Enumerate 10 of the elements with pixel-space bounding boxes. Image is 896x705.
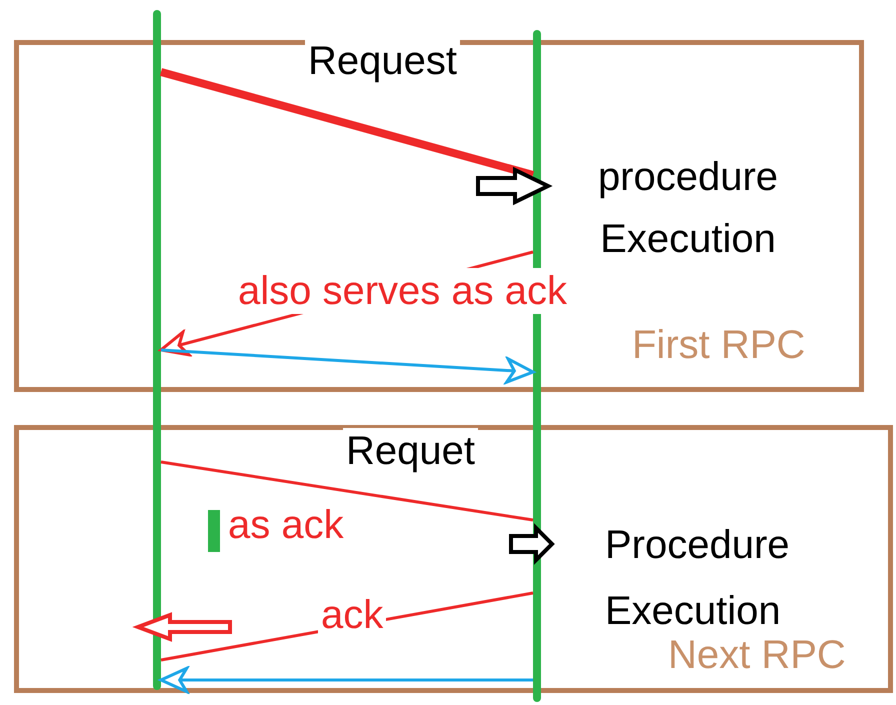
note-text: Procedure Execution (605, 522, 791, 635)
message-arrow (159, 666, 533, 694)
edge-label: Requet (343, 428, 478, 474)
note-text: as ack (228, 502, 345, 548)
note-text: procedure Execution (596, 154, 780, 263)
lifeline (153, 10, 161, 690)
edge-label: Request (305, 38, 460, 84)
note-text: Next RPC (668, 632, 847, 678)
message-arrow (160, 348, 535, 384)
note-text: First RPC (632, 322, 806, 368)
